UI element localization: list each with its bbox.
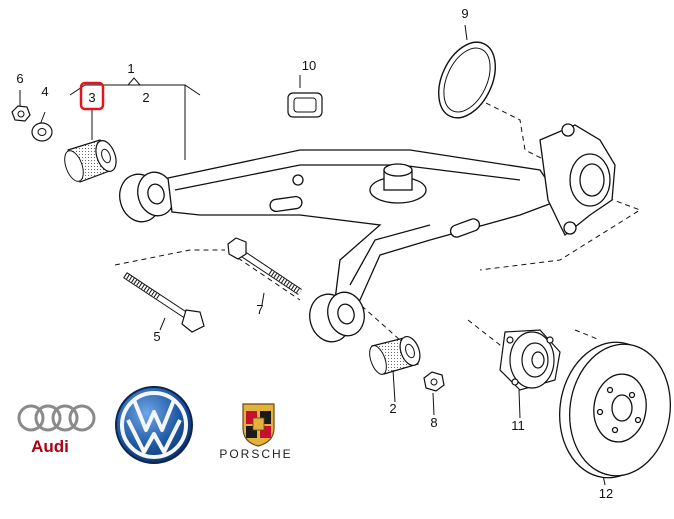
bushing-part-3	[64, 139, 117, 183]
callout-6: 6	[16, 71, 23, 86]
control-arm-part-1	[119, 123, 616, 343]
audi-logo: Audi	[17, 404, 96, 456]
callout-9: 9	[461, 6, 468, 21]
wheel-hub-part-11	[499, 329, 561, 391]
porsche-logo: PORSCHE	[219, 403, 292, 461]
callout-labels: 1 2 3 4 5 6 7 8 9 10 11 12 2	[16, 6, 613, 501]
vw-logo	[115, 386, 193, 464]
bolt-part-7	[227, 237, 302, 295]
bolt-part-5	[123, 272, 205, 333]
callout-8: 8	[430, 415, 437, 430]
brake-disc-part-12	[558, 341, 672, 479]
washer-part-4	[31, 122, 53, 142]
porsche-wordmark: PORSCHE	[219, 447, 292, 461]
callout-10: 10	[302, 58, 316, 73]
callout-7: 7	[256, 302, 263, 317]
callout-3-highlight-box	[79, 81, 105, 111]
dust-ring-part-9	[438, 41, 496, 119]
plug-part-10	[287, 92, 323, 118]
bushing-part-2-bottom	[369, 335, 421, 375]
callout-11: 11	[511, 418, 525, 433]
callout-2-top: 2	[142, 90, 149, 105]
callout-5: 5	[153, 329, 160, 344]
nut-part-6	[11, 105, 31, 122]
callout-4: 4	[41, 84, 48, 99]
callout-1: 1	[127, 61, 134, 76]
audi-wordmark: Audi	[31, 437, 69, 456]
nut-part-8	[423, 371, 445, 392]
callout-3: 3	[88, 90, 95, 105]
callout-2-bottom: 2	[389, 401, 396, 416]
callout-12: 12	[599, 486, 613, 501]
